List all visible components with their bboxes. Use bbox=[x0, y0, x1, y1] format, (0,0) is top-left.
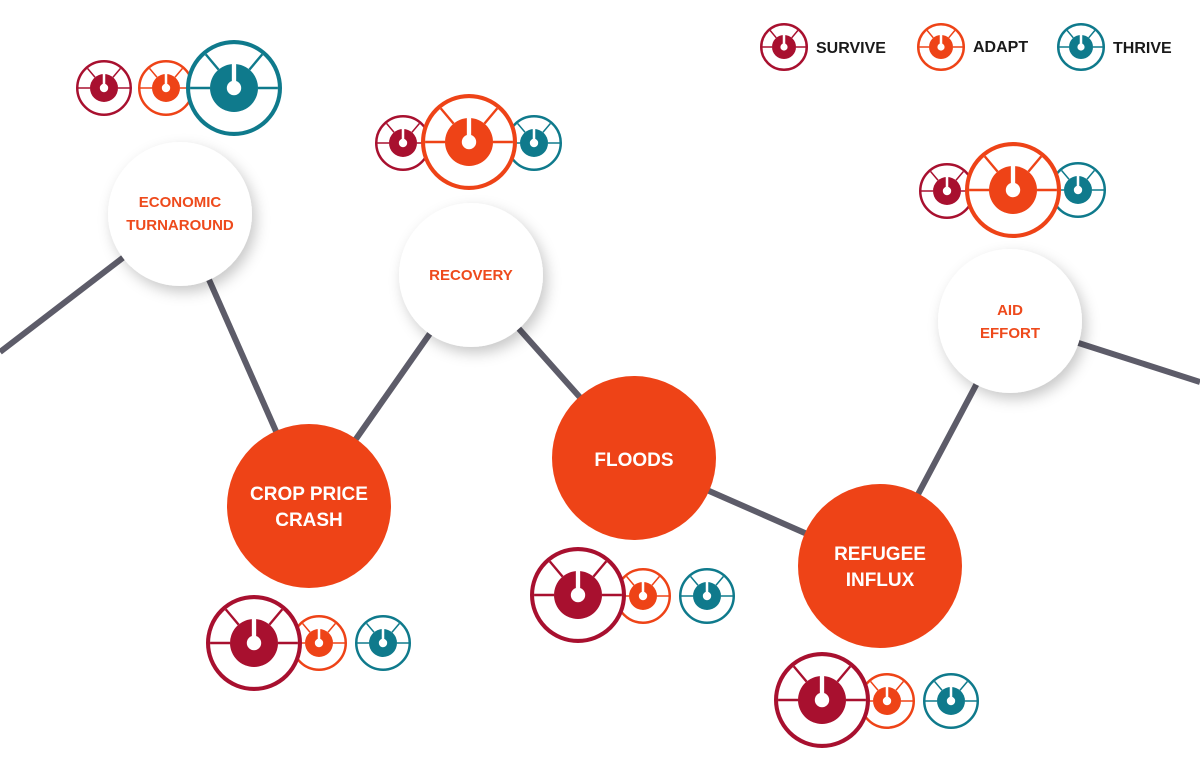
thrive-gauge-icon bbox=[355, 615, 411, 671]
thrive-gauge-icon bbox=[923, 673, 979, 729]
adapt-gauge-icon bbox=[138, 60, 194, 116]
node-label-line1: RECOVERY bbox=[429, 267, 513, 284]
gauge-cluster-crop-price-crash bbox=[206, 594, 411, 691]
node-economic-turnaround: ECONOMIC TURNAROUND bbox=[108, 142, 252, 286]
node-crop-price-crash: CROP PRICE CRASH bbox=[227, 424, 391, 588]
gauge-cluster-aid-effort bbox=[919, 142, 1106, 239]
node-label-line2: CRASH bbox=[275, 510, 343, 531]
node-label-line1: REFUGEE bbox=[834, 544, 926, 565]
gauge-cluster-recovery bbox=[375, 94, 562, 190]
gauge-cluster-refugee-influx bbox=[773, 651, 979, 748]
adapt-gauge-icon bbox=[615, 568, 671, 624]
node-circle bbox=[552, 376, 716, 540]
legend-adapt-icon bbox=[917, 23, 965, 71]
node-label-line1: ECONOMIC bbox=[139, 194, 222, 211]
adapt-gauge-icon bbox=[859, 673, 915, 729]
node-circle bbox=[108, 142, 252, 286]
legend-survive-icon bbox=[760, 23, 808, 71]
node-circle bbox=[227, 424, 391, 588]
node-circle bbox=[938, 249, 1082, 393]
node-label-line2: EFFORT bbox=[980, 325, 1040, 342]
node-label-line1: FLOODS bbox=[594, 450, 673, 471]
legend: SURVIVE ADAPT THRIVE bbox=[760, 23, 1172, 71]
legend-thrive-icon bbox=[1057, 23, 1105, 71]
node-floods: FLOODS bbox=[552, 376, 716, 540]
thrive-gauge-icon bbox=[1050, 162, 1106, 218]
survive-gauge-icon bbox=[76, 60, 132, 116]
node-refugee-influx: REFUGEE INFLUX bbox=[798, 484, 962, 648]
node-label-line1: CROP PRICE bbox=[250, 484, 368, 505]
adapt-gauge-icon bbox=[421, 94, 518, 190]
node-aid-effort: AID EFFORT bbox=[938, 249, 1082, 393]
legend-thrive-label: THRIVE bbox=[1113, 40, 1172, 57]
node-circle bbox=[798, 484, 962, 648]
node-circle bbox=[399, 203, 543, 347]
node-label-line1: AID bbox=[997, 302, 1023, 319]
survive-gauge-icon bbox=[529, 546, 626, 643]
legend-survive-label: SURVIVE bbox=[816, 40, 886, 57]
survive-gauge-icon bbox=[773, 651, 870, 748]
node-recovery: RECOVERY bbox=[399, 203, 543, 347]
thrive-gauge-icon bbox=[186, 40, 283, 136]
survive-gauge-icon bbox=[375, 115, 431, 171]
gauge-cluster-economic-turnaround bbox=[76, 40, 283, 136]
legend-adapt-label: ADAPT bbox=[973, 39, 1028, 56]
node-label-line2: TURNAROUND bbox=[126, 217, 234, 234]
node-label-line2: INFLUX bbox=[846, 570, 915, 591]
thrive-gauge-icon bbox=[679, 568, 735, 624]
survive-gauge-icon bbox=[919, 163, 975, 219]
gauge-cluster-floods bbox=[529, 546, 735, 643]
survive-gauge-icon bbox=[206, 594, 303, 691]
adapt-gauge-icon bbox=[964, 142, 1061, 239]
